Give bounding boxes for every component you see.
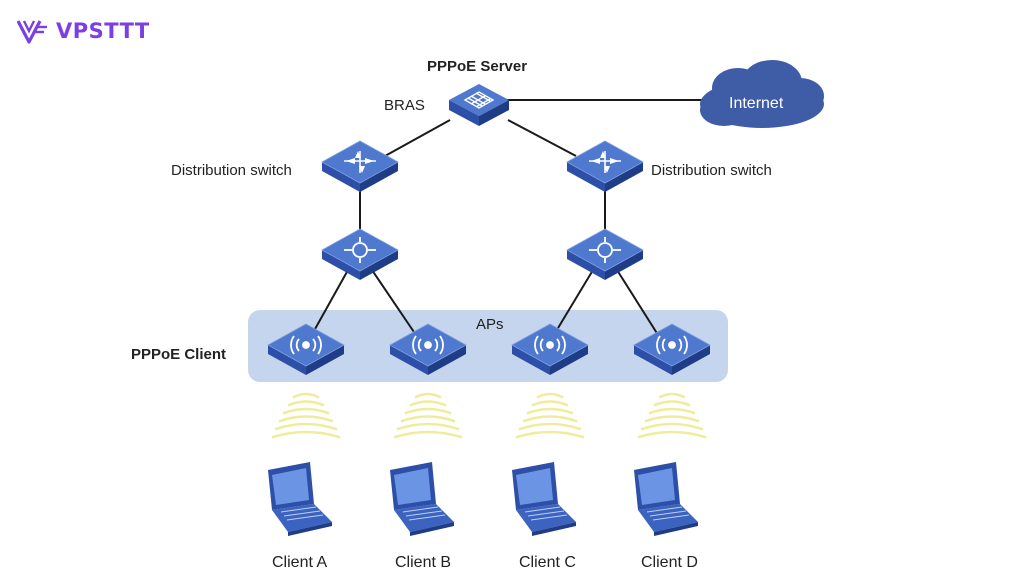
- laptop-client-c-icon: [511, 461, 577, 537]
- client-a-label: Client A: [272, 554, 328, 571]
- vpsttt-logo-icon: [16, 20, 47, 44]
- bras-router-icon: [449, 84, 509, 126]
- link-access-left-ap1: [309, 269, 349, 339]
- network-links: [309, 99, 762, 339]
- wireless-signal-2-icon: [393, 392, 463, 439]
- access-switch-left-icon: [321, 228, 399, 281]
- link-access-right-ap4: [616, 269, 661, 339]
- laptop-client-d-icon: [633, 461, 699, 537]
- distribution-switch-left-icon: [321, 140, 399, 193]
- wireless-signal-1-icon: [271, 392, 341, 439]
- laptop-client-a-icon: [267, 461, 333, 537]
- wireless-signal-4-icon: [637, 392, 707, 439]
- distribution-switch-right-icon: [566, 140, 644, 193]
- brand-name: VPSTTT: [56, 19, 150, 43]
- client-c-label: Client C: [519, 554, 576, 571]
- distribution-switch-right-label: Distribution switch: [651, 162, 772, 179]
- link-bras-dist-left: [384, 119, 451, 157]
- client-d-label: Client D: [641, 554, 698, 571]
- pppoe-server-label: PPPoE Server: [427, 58, 528, 75]
- access-switch-right-icon: [566, 228, 644, 281]
- internet-cloud-icon: [700, 60, 824, 128]
- link-access-left-ap2: [371, 269, 419, 339]
- bras-label: BRAS: [384, 97, 425, 114]
- aps-label: APs: [476, 316, 504, 333]
- brand-logo: VPSTTT: [16, 18, 150, 44]
- internet-label: Internet: [729, 95, 784, 112]
- client-b-label: Client B: [395, 554, 452, 571]
- link-access-right-ap3: [551, 269, 594, 339]
- ap-band: [248, 310, 728, 382]
- pppoe-client-label: PPPoE Client: [131, 346, 227, 363]
- wireless-signal-3-icon: [515, 392, 585, 439]
- link-bras-dist-right: [507, 119, 577, 157]
- laptop-client-b-icon: [389, 461, 455, 537]
- distribution-switch-left-label: Distribution switch: [171, 162, 292, 179]
